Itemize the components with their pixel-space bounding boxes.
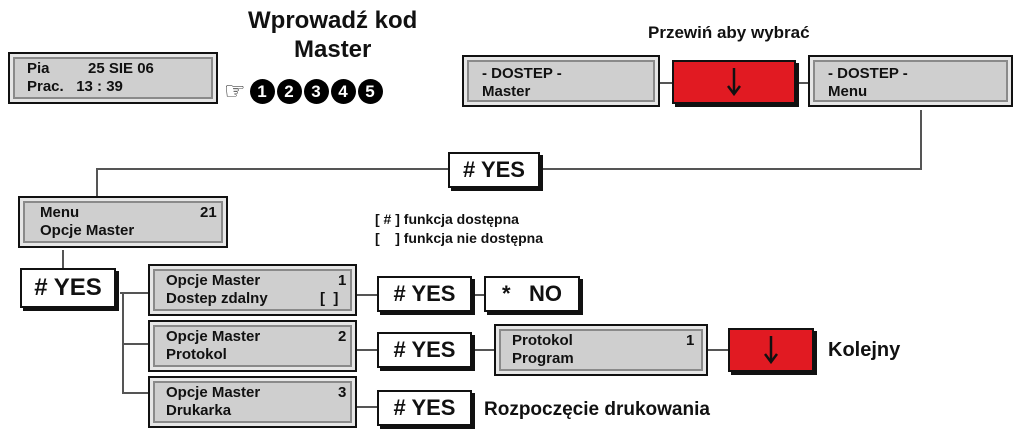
lcd-number: 21 (200, 204, 217, 221)
lcd-number: 3 (338, 384, 347, 401)
no-button[interactable]: * NO (484, 276, 580, 312)
lcd-day: Pia (27, 60, 50, 77)
lcd-option-protocol: Opcje Master 2 Protokol (148, 320, 357, 372)
digit-key[interactable]: 3 (303, 79, 329, 104)
lcd-number: 1 (686, 332, 695, 349)
yes-button[interactable]: # YES (20, 268, 116, 308)
lcd-flag: [ ] (320, 290, 339, 307)
legend-unavailable: [ ] funkcja nie dostępna (375, 230, 544, 246)
lcd-line: Protokol (166, 346, 227, 363)
connector-line (120, 292, 150, 294)
lcd-line: Menu (40, 204, 80, 221)
yes-button[interactable]: # YES (448, 152, 540, 188)
heading-line2: Master (294, 36, 372, 63)
connector-line (660, 82, 672, 84)
connector-line (796, 82, 808, 84)
lcd-date-time: Pia 25 SIE 06 Prac. 13 : 39 (8, 52, 218, 104)
connector-line (62, 250, 64, 268)
connector-line (122, 392, 148, 394)
connector-line (472, 349, 494, 351)
digit-key[interactable]: 2 (276, 79, 302, 104)
connector-line (357, 406, 377, 408)
pointing-hand-icon: ☞ (224, 78, 246, 105)
lcd-number: 2 (338, 328, 347, 345)
lcd-date: 25 SIE 06 (88, 60, 154, 77)
lcd-time: Prac. 13 : 39 (27, 78, 123, 95)
lcd-line: Opcje Master (40, 222, 135, 239)
yes-button[interactable]: # YES (377, 332, 472, 368)
lcd-line: Program (512, 350, 574, 367)
lcd-menu: Menu 21 Opcje Master (18, 196, 228, 248)
lcd-line: Opcje Master (166, 384, 261, 401)
next-arrow-button[interactable] (728, 328, 814, 372)
next-label: Kolejny (828, 339, 901, 361)
legend-available: [ # ] funkcja dostępna (375, 211, 519, 227)
lcd-option-remote: Opcje Master 1 Dostep zdalny [ ] (148, 264, 357, 316)
connector-line (96, 168, 98, 196)
scroll-down-button[interactable] (672, 60, 796, 104)
digit-key[interactable]: 4 (330, 79, 356, 104)
connector-line (122, 343, 148, 345)
digit-key[interactable]: 1 (249, 79, 275, 104)
lcd-line: Dostep zdalny (166, 290, 268, 307)
lcd-line: Opcje Master (166, 328, 261, 345)
lcd-option-printer: Opcje Master 3 Drukarka (148, 376, 357, 428)
lcd-line: Opcje Master (166, 272, 261, 289)
connector-line (472, 294, 484, 296)
digit-key[interactable]: 5 (357, 79, 383, 104)
lcd-dostep-master: - DOSTEP - Master (462, 55, 660, 107)
lcd-line: Protokol (512, 332, 573, 349)
lcd-protocol-program: Protokol 1 Program (494, 324, 708, 376)
yes-button[interactable]: # YES (377, 390, 472, 426)
arrow-down-icon (727, 68, 741, 97)
connector-line (920, 110, 922, 170)
lcd-line: Menu (828, 83, 868, 100)
yes-button[interactable]: # YES (377, 276, 472, 312)
connector-line (357, 349, 377, 351)
scroll-hint: Przewiń aby wybrać (648, 23, 810, 42)
lcd-line: Drukarka (166, 402, 232, 419)
connector-line (708, 349, 728, 351)
lcd-line: - DOSTEP - (482, 65, 562, 82)
lcd-line: - DOSTEP - (828, 65, 908, 82)
connector-line (122, 292, 124, 392)
print-label: Rozpoczęcie drukowania (484, 399, 710, 420)
lcd-dostep-menu: - DOSTEP - Menu (808, 55, 1013, 107)
connector-line (357, 294, 377, 296)
lcd-number: 1 (338, 272, 347, 289)
lcd-line: Master (482, 83, 531, 100)
arrow-down-icon (764, 336, 778, 365)
heading-line1: Wprowadź kod (248, 7, 418, 34)
